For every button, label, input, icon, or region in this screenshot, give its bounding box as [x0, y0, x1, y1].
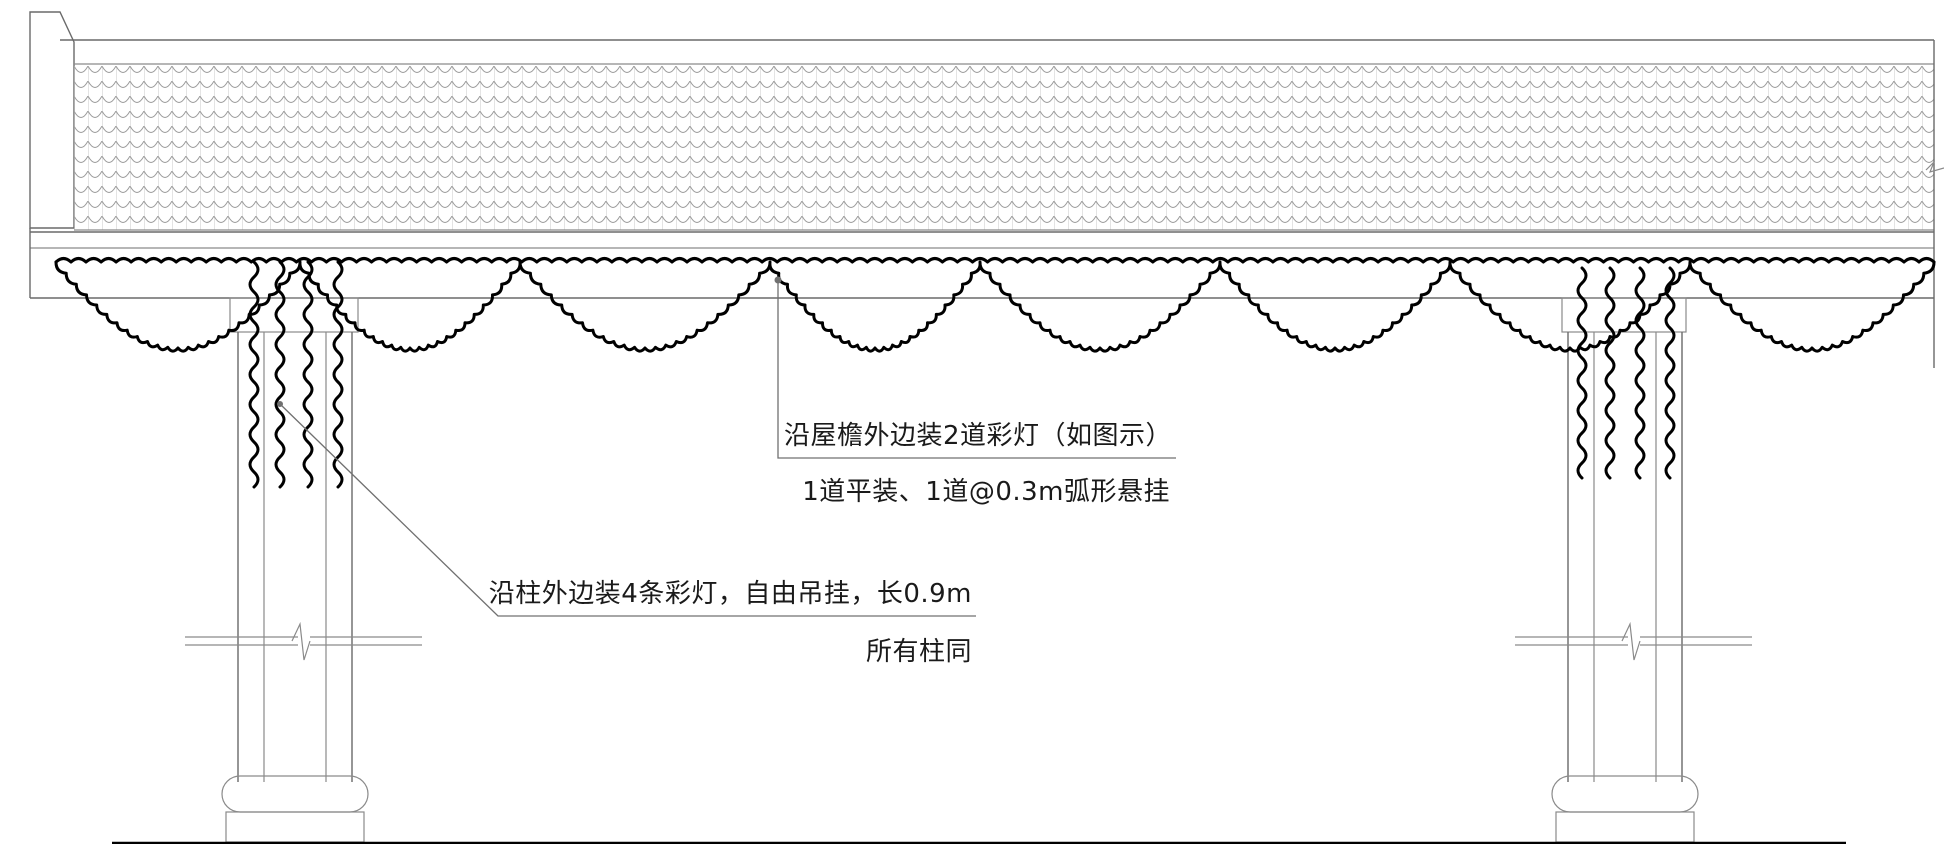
- hanging-light-strand: [1664, 266, 1676, 480]
- eave-flat-light-string: [54, 257, 1936, 264]
- hanging-light-strand: [332, 260, 344, 489]
- roof-tile-field: [74, 66, 1934, 230]
- column-left-break-symbol: [185, 621, 422, 661]
- eave-swag-light-string: [54, 260, 1936, 353]
- right-break-mark: [1925, 161, 1944, 173]
- eave-note-line1: 沿屋檐外边装2道彩灯（如图示）: [784, 421, 1172, 451]
- hanging-light-strand: [274, 260, 286, 489]
- column-left-plinth: [225, 811, 365, 843]
- column-right-break-symbol: [1515, 621, 1752, 661]
- roof: [29, 11, 1944, 368]
- hanging-light-strand: [1576, 266, 1588, 480]
- ridge-end-ornament: [29, 11, 75, 229]
- eave-note-line2: 1道平装、1道@0.3m弧形悬挂: [802, 477, 1170, 507]
- column-left: [185, 297, 422, 843]
- hanging-light-strand: [302, 260, 314, 489]
- column-right-plinth: [1555, 811, 1695, 843]
- eave-callout-leader: [774, 276, 1176, 459]
- hanging-light-strand: [1634, 266, 1646, 480]
- column-right: [1515, 297, 1752, 843]
- column-note-line2: 所有柱同: [866, 637, 972, 667]
- column-note-line1: 沿柱外边装4条彩灯，自由吊挂，长0.9m: [489, 579, 972, 609]
- hanging-light-strand: [248, 260, 260, 489]
- column-right-base-ring: [1551, 775, 1699, 813]
- column-left-base-ring: [221, 775, 369, 813]
- column-hanging-lights: [248, 260, 1676, 489]
- column-right-capital: [1561, 297, 1687, 333]
- column-left-capital: [229, 297, 359, 333]
- column-callout-leader: [277, 401, 976, 617]
- hanging-light-strand: [1604, 266, 1616, 480]
